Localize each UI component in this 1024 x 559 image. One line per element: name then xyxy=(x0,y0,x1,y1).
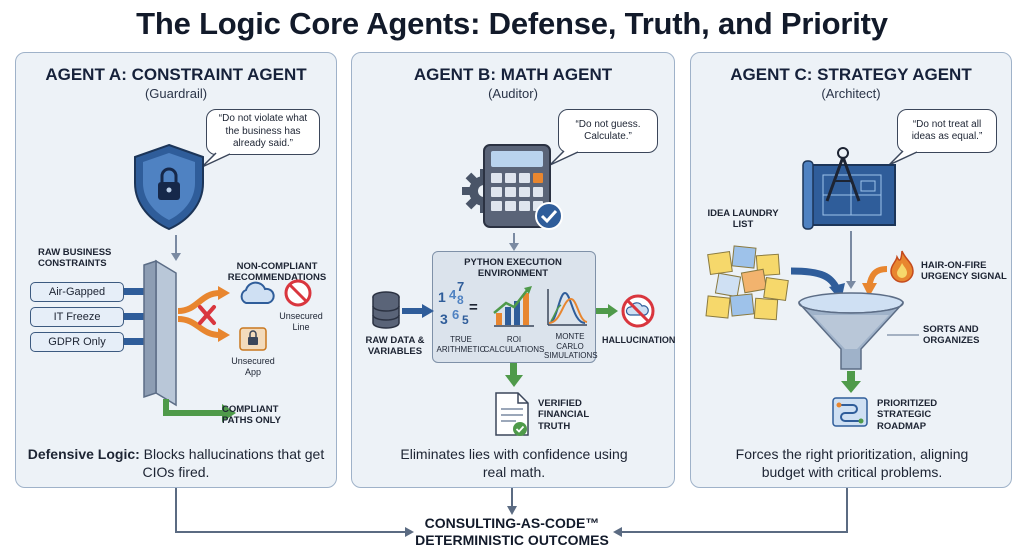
module-label: TRUE ARITHMETIC xyxy=(436,335,486,354)
quote-bubble: “Do not treat all ideas as equal.” xyxy=(897,109,997,153)
panel-role: (Architect) xyxy=(821,86,881,101)
hallucination-blocked-icon xyxy=(621,294,655,328)
output-label: PRIORITIZED STRATEGIC ROADMAP xyxy=(877,398,938,432)
bar-chart-icon xyxy=(493,286,534,327)
panel-description: Defensive Logic: Blocks hallucinations t… xyxy=(16,445,336,481)
no-entry-icon xyxy=(284,279,312,307)
panel-title: AGENT A: CONSTRAINT AGENT xyxy=(45,65,307,84)
digit: 1 xyxy=(438,289,446,305)
reject-arrow xyxy=(596,304,618,318)
signal-label: HAIR-ON-FIRE URGENCY SIGNAL xyxy=(921,260,1007,283)
module-label: ROI CALCULATIONS xyxy=(483,335,545,354)
blocked-label: NON-COMPLIANT RECOMMENDATIONS xyxy=(227,261,327,284)
cloud-icon xyxy=(240,281,275,304)
compliant-label: COMPLIANT PATHS ONLY xyxy=(222,404,281,427)
checkmark-icon xyxy=(535,202,563,230)
padlock-icon xyxy=(239,327,267,351)
sticky-notes-icon xyxy=(705,245,789,321)
quote-bubble: “Do not violate what the business has al… xyxy=(206,109,320,155)
env-title: PYTHON EXECUTION ENVIRONMENT xyxy=(464,257,562,280)
down-arrow xyxy=(509,233,519,251)
panel-constraint-agent: AGENT A: CONSTRAINT AGENT (Guardrail) “D… xyxy=(15,52,337,488)
quote-text: “Do not guess. Calculate.” xyxy=(575,118,641,143)
digit: 7 xyxy=(457,279,465,294)
equals-sign: = xyxy=(469,299,478,316)
module-label: MONTE CARLO SIMULATIONS xyxy=(544,332,598,361)
desc-bold: Defensive Logic: xyxy=(27,446,140,462)
blocked-item: Unsecured App xyxy=(231,356,275,377)
constraints-label: RAW BUSINESS CONSTRAINTS xyxy=(38,247,112,270)
firewall-graphic xyxy=(124,259,236,422)
panel-title: AGENT C: STRATEGY AGENT xyxy=(730,65,972,84)
constraint-pill: Air-Gapped xyxy=(30,282,124,302)
input-label: IDEA LAUNDRY LIST xyxy=(707,208,779,231)
reject-label: HALLUCINATION xyxy=(602,335,676,345)
page-title: The Logic Core Agents: Defense, Truth, a… xyxy=(136,6,888,41)
quote-bubble: “Do not guess. Calculate.” xyxy=(558,109,658,153)
bell-curve-icon xyxy=(547,289,588,326)
constraint-pill: GDPR Only xyxy=(30,332,124,352)
roadmap-icon xyxy=(832,397,868,427)
digit: 5 xyxy=(462,313,469,327)
desc-text: Blocks hallucinations that get CIOs fire… xyxy=(139,446,325,481)
quote-text: “Do not treat all ideas as equal.” xyxy=(911,118,983,143)
footer-line-1: CONSULTING-AS-CODE™ xyxy=(424,515,600,531)
digits-graphic: 1 4 7 8 3 6 5 = xyxy=(438,279,482,327)
panel-strategy-agent: AGENT C: STRATEGY AGENT (Architect) “Do … xyxy=(690,52,1012,488)
fire-icon xyxy=(890,250,914,283)
input-label: RAW DATA & VARIABLES xyxy=(365,335,425,358)
constraint-pill: IT Freeze xyxy=(30,307,124,327)
panel-role: (Guardrail) xyxy=(144,86,208,101)
footer-title: CONSULTING-AS-CODE™ DETERMINISTIC OUTCOM… xyxy=(0,515,1024,549)
document-icon xyxy=(495,392,529,436)
down-arrow xyxy=(171,235,181,261)
panel-role: (Auditor) xyxy=(488,86,538,101)
output-label: VERIFIED FINANCIAL TRUTH xyxy=(538,398,590,432)
input-arrow xyxy=(402,304,434,318)
quote-text: “Do not violate what the business has al… xyxy=(218,113,308,150)
blocked-item: Unsecured Line xyxy=(279,311,323,332)
funnel-flow xyxy=(790,231,919,393)
shield-lock-icon xyxy=(134,143,204,231)
panel-title: AGENT B: MATH AGENT xyxy=(413,65,613,84)
footer-line-2: DETERMINISTIC OUTCOMES xyxy=(415,532,609,549)
panel-description: Forces the right prioritization, alignin… xyxy=(735,446,969,481)
output-arrow xyxy=(505,363,523,387)
database-icon xyxy=(372,291,400,329)
digit: 8 xyxy=(457,293,464,307)
panel-math-agent: AGENT B: MATH AGENT (Auditor) “Do not gu… xyxy=(351,52,675,488)
process-label: SORTS AND ORGANIZES xyxy=(923,324,980,347)
digit: 4 xyxy=(449,287,457,302)
calculator-icon xyxy=(483,144,551,228)
digit: 6 xyxy=(452,307,460,322)
digit: 3 xyxy=(440,311,448,327)
compass-icon xyxy=(825,147,861,202)
panel-description: Eliminates lies with confidence using re… xyxy=(400,446,628,481)
